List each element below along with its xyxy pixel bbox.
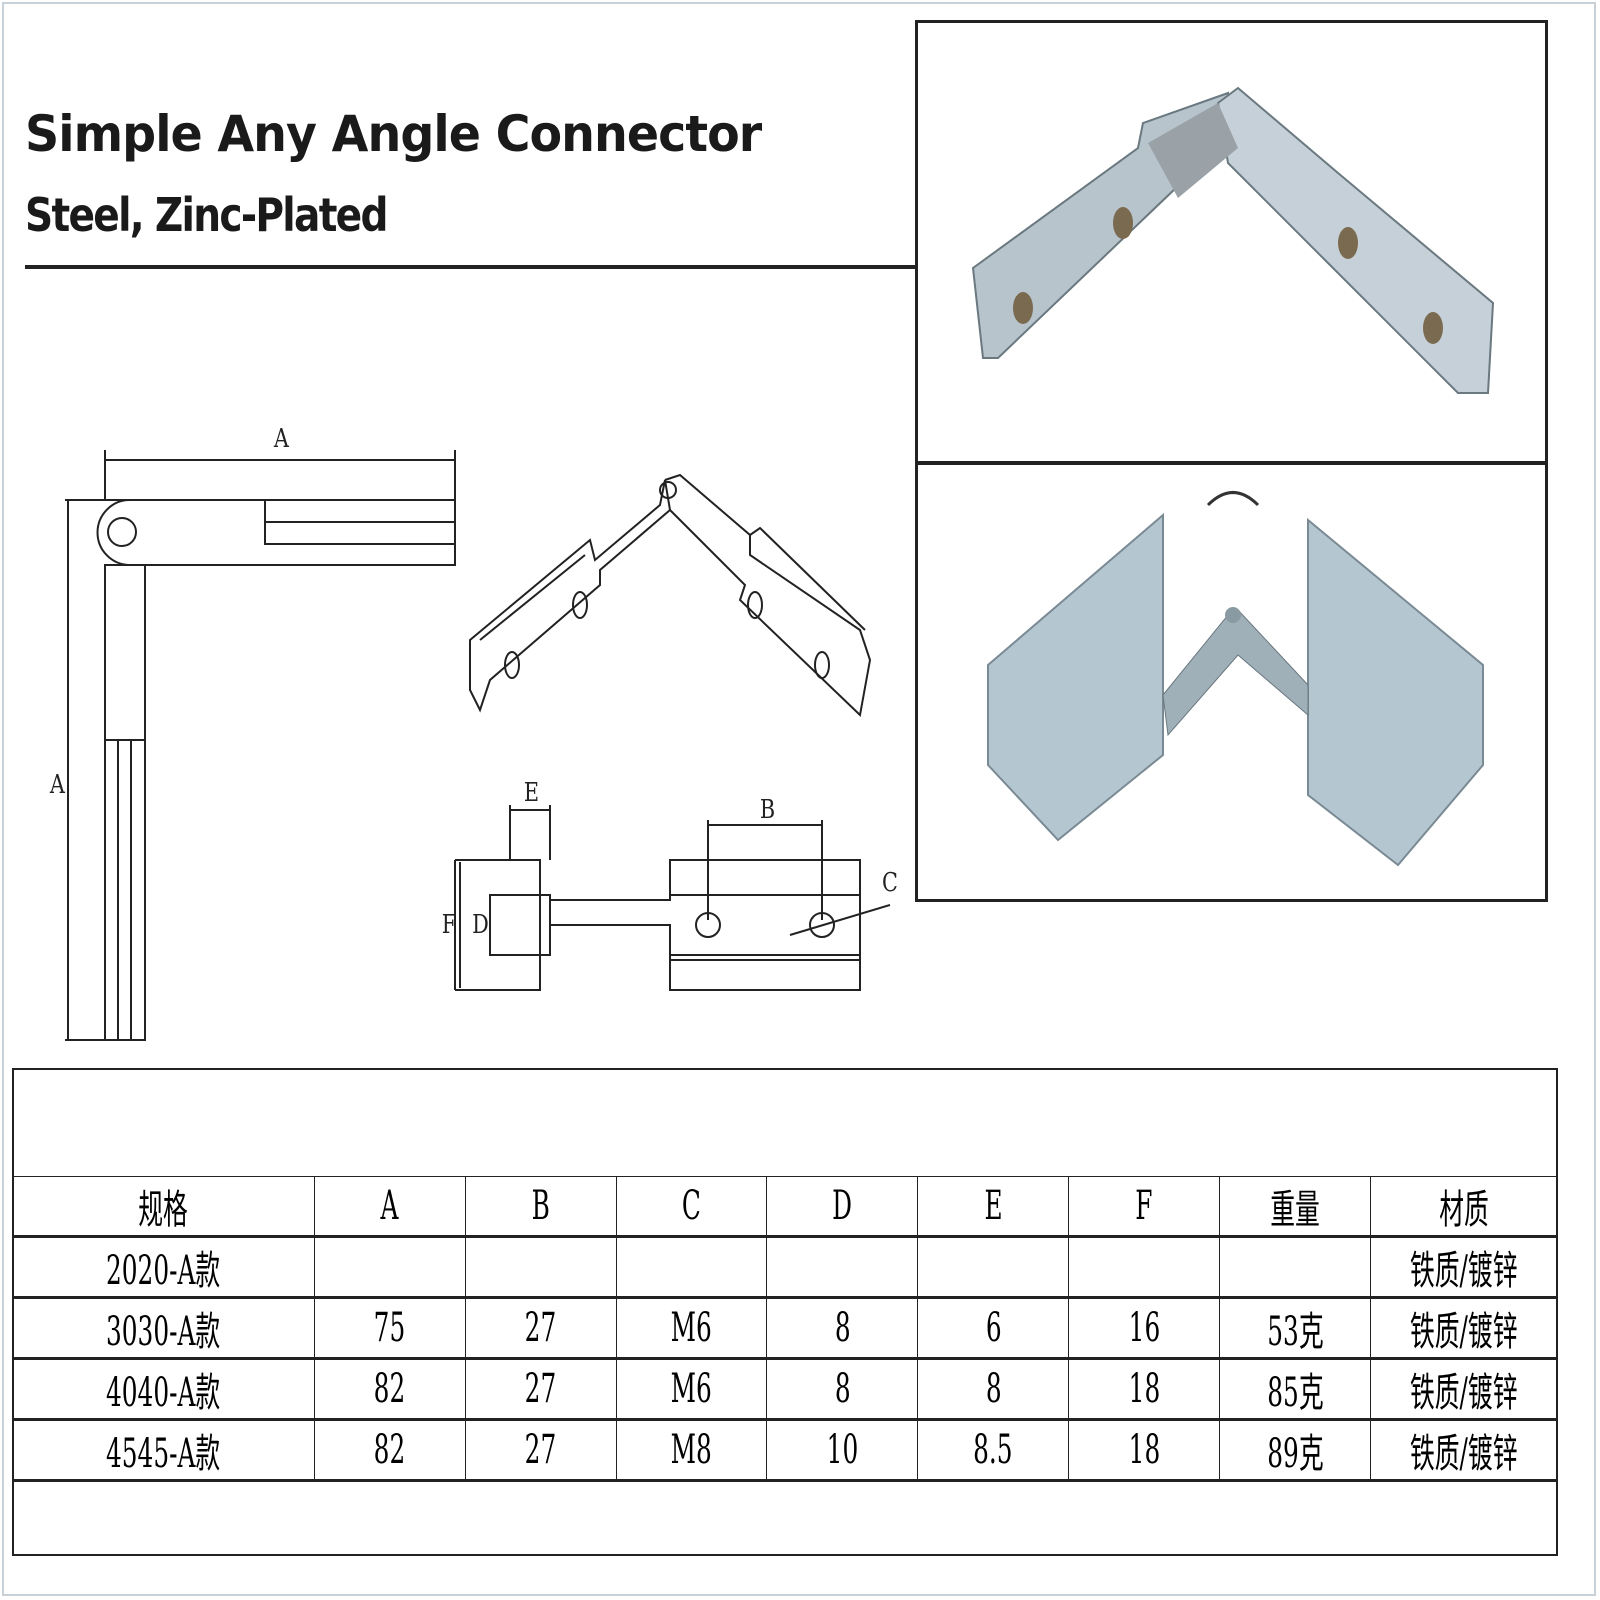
dimension-label-d: D	[472, 910, 489, 940]
dimension-label-b: B	[759, 795, 776, 825]
table-cell: 8	[834, 1366, 851, 1412]
table-cell: 8	[985, 1366, 1002, 1412]
isometric-drawing	[469, 473, 872, 718]
table-cell: 铁质/镀锌	[1410, 1248, 1518, 1294]
table-cell: 6	[985, 1305, 1002, 1351]
column-header: C	[682, 1183, 701, 1229]
table-header-row: 规格 A B C D E F 重量 材质	[12, 1176, 1559, 1238]
column-header: D	[832, 1183, 853, 1229]
column-header: A	[380, 1183, 399, 1229]
table-cell: 53克	[1266, 1309, 1324, 1355]
dimension-label-c: C	[881, 868, 898, 898]
column-header: F	[1135, 1183, 1153, 1229]
table-cell: 27	[524, 1427, 557, 1473]
table-cell: 16	[1128, 1305, 1160, 1351]
table-cell: 4040-A款	[106, 1370, 221, 1416]
table-cell: 3030-A款	[106, 1309, 221, 1355]
table-row: 4040-A款 82 27 M6 8 8 18 85克 铁质/镀锌	[12, 1358, 1559, 1421]
product-photo-assembly	[915, 462, 1548, 902]
table-cell: 27	[524, 1305, 557, 1351]
table-cell: 10	[826, 1427, 859, 1473]
table-cell: M6	[670, 1366, 713, 1412]
product-subtitle: Steel, Zinc-Plated	[25, 188, 388, 242]
title-divider	[25, 265, 915, 269]
table-cell: 27	[524, 1366, 557, 1412]
table-cell: 4545-A款	[106, 1431, 221, 1477]
table-cell: M8	[670, 1427, 713, 1473]
table-cell: 18	[1128, 1366, 1160, 1412]
table-cell: 8	[834, 1305, 851, 1351]
column-header: E	[984, 1183, 1003, 1229]
table-cell: 铁质/镀锌	[1410, 1370, 1518, 1416]
table-cell: 铁质/镀锌	[1410, 1309, 1518, 1355]
table-cell: 铁质/镀锌	[1410, 1431, 1518, 1477]
table-row: 4545-A款 82 27 M8 10 8.5 18 89克 铁质/镀锌	[12, 1419, 1559, 1482]
table-cell: 82	[373, 1427, 406, 1473]
table-cell: 82	[373, 1366, 406, 1412]
table-cell: 2020-A款	[106, 1248, 221, 1294]
dimension-label-a-top: A	[273, 424, 289, 454]
column-header: 重量	[1270, 1187, 1320, 1233]
dimension-label-e: E	[523, 778, 540, 808]
table-cell: 8.5	[973, 1427, 1013, 1473]
dimension-label-a-left: A	[49, 770, 65, 800]
table-cell: 89克	[1266, 1431, 1324, 1477]
dimension-label-f: F	[441, 910, 457, 940]
table-cell: 85克	[1266, 1370, 1324, 1416]
table-row: 3030-A款 75 27 M6 8 6 16 53克 铁质/镀锌	[12, 1297, 1559, 1360]
column-header: 材质	[1439, 1187, 1489, 1233]
column-header: 规格	[138, 1187, 189, 1233]
table-cell: 75	[373, 1305, 406, 1351]
product-photo-connector	[915, 20, 1548, 464]
product-title: Simple Any Angle Connector	[25, 105, 762, 163]
side-view-drawing	[65, 450, 456, 1041]
table-row: 2020-A款 铁质/镀锌	[12, 1236, 1559, 1299]
table-cell: M6	[670, 1305, 713, 1351]
column-header: B	[531, 1183, 550, 1229]
top-view-drawing	[454, 805, 891, 991]
table-cell: 18	[1128, 1427, 1160, 1473]
